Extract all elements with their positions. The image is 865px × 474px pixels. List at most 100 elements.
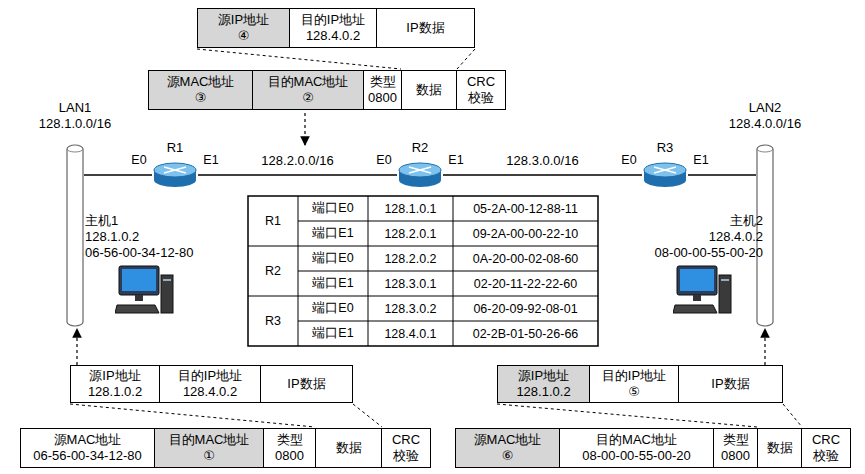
table-cell: 128.4.0.1	[368, 321, 453, 346]
field-text: IP数据	[380, 20, 471, 36]
packet-field: IP数据	[376, 8, 475, 48]
field-text: 类型	[367, 74, 398, 90]
packet-field: 数据	[401, 70, 457, 110]
encapsulation-line	[70, 404, 315, 427]
node-label: 128.4.0.0/16	[720, 116, 810, 132]
field-text: 数据	[761, 440, 798, 456]
network-address: 128.3.0.0/16	[504, 153, 580, 168]
network-link	[688, 174, 756, 176]
node-label: 128.1.0.2	[85, 229, 225, 245]
packet-field: 目的MAC地址08-00-00-55-00-20	[559, 428, 714, 468]
table-cell: 端口E0	[298, 246, 368, 271]
packet-field: 类型0800	[363, 70, 402, 110]
table-cell: 06-20-09-92-08-01	[453, 296, 598, 321]
table-cell: 端口E1	[298, 321, 368, 346]
table-cell: 128.1.0.1	[368, 196, 453, 221]
table-cell: 05-2A-00-12-88-11	[453, 196, 598, 221]
field-text: 源IP地址	[201, 12, 286, 28]
packet-field: CRC 校验	[801, 428, 851, 468]
field-text: 源IP地址	[74, 368, 156, 384]
host-node: 主机2128.4.0.208-00-00-55-00-20	[638, 213, 763, 317]
field-text: 06-56-00-34-12-80	[24, 448, 151, 464]
field-text: CRC 校验	[460, 74, 502, 105]
field-text: 0800	[267, 448, 312, 464]
field-text: ⑥	[459, 448, 556, 464]
packet-field: CRC 校验	[456, 70, 506, 110]
node-label: 主机1	[85, 213, 225, 229]
table-cell: 02-20-11-22-22-60	[453, 271, 598, 296]
packet-field: 类型0800	[263, 428, 316, 468]
field-text: 类型	[717, 432, 754, 448]
field-text: 目的IP地址	[593, 368, 675, 384]
table-cell: 端口E0	[298, 196, 368, 221]
table-cell: 端口E1	[298, 271, 368, 296]
lan-bus	[66, 142, 84, 329]
packet-field: 目的MAC地址①	[154, 428, 264, 468]
table-cell: 端口E0	[298, 296, 368, 321]
network-address: 128.2.0.0/16	[259, 153, 335, 168]
encapsulation-line	[497, 404, 757, 427]
field-text: 128.4.0.2	[163, 384, 257, 400]
pointer-arrow	[76, 329, 77, 365]
node-label: 128.4.0.2	[638, 229, 763, 245]
field-text: 数据	[319, 440, 378, 456]
table-cell: R2	[248, 246, 298, 296]
field-text: 数据	[405, 82, 453, 98]
port-label: E1	[200, 152, 222, 167]
packet-field: IP数据	[260, 365, 353, 403]
table-cell: 128.2.0.2	[368, 246, 453, 271]
field-text: IP数据	[682, 376, 779, 392]
field-text: 目的MAC地址	[563, 432, 710, 448]
port-label: E1	[690, 152, 712, 167]
packet-field: 源MAC地址⑥	[455, 428, 560, 468]
network-link	[198, 174, 397, 176]
network-link	[443, 174, 642, 176]
pointer-arrow	[304, 113, 305, 145]
node-label: 08-00-00-55-00-20	[638, 245, 763, 261]
node-label: R1	[150, 140, 200, 156]
router-icon	[642, 162, 688, 188]
packet-field: CRC 校验	[381, 428, 431, 468]
packet-field: 目的IP地址128.4.0.2	[159, 365, 261, 403]
field-text: 类型	[267, 432, 312, 448]
port-label: E1	[445, 152, 467, 167]
router-icon	[152, 162, 198, 188]
table-cell: 128.3.0.2	[368, 296, 453, 321]
field-text: 128.4.0.2	[293, 28, 373, 44]
port-label: E0	[618, 152, 640, 167]
encapsulation-lines	[70, 49, 802, 427]
packet-field: 源IP地址④	[197, 8, 290, 48]
field-text: 目的IP地址	[293, 12, 373, 28]
packet-field: 目的MAC地址②	[252, 70, 364, 110]
node-label: 主机2	[638, 213, 763, 229]
computer-icon	[115, 265, 175, 317]
field-text: CRC 校验	[805, 432, 847, 463]
node-label: R3	[640, 140, 690, 156]
table-cell: R1	[248, 196, 298, 246]
field-text: 0800	[367, 90, 398, 106]
packet-field: 源IP地址128.1.0.2	[70, 365, 160, 403]
router-node: R1	[150, 140, 200, 188]
field-text: 128.1.0.2	[74, 384, 156, 400]
port-label: E0	[128, 152, 150, 167]
field-text: ④	[201, 28, 286, 44]
packet-field: 目的IP地址128.4.0.2	[289, 8, 377, 48]
field-text: 源MAC地址	[24, 432, 151, 448]
network-link	[84, 174, 152, 176]
field-text: 目的MAC地址	[256, 74, 360, 90]
node-label: 06-56-00-34-12-80	[85, 245, 225, 261]
field-text: 0800	[717, 448, 754, 464]
packet-field: 数据	[315, 428, 382, 468]
packet-field: 源MAC地址③	[148, 70, 253, 110]
packet-field: 源MAC地址06-56-00-34-12-80	[20, 428, 155, 468]
router-node: R2	[395, 140, 445, 188]
pointer-arrow	[764, 329, 765, 365]
address-table-grid	[248, 196, 598, 346]
table-cell: 128.2.0.1	[368, 221, 453, 246]
field-text: ③	[152, 90, 249, 106]
table-cell: 端口E1	[298, 221, 368, 246]
field-text: IP数据	[264, 376, 349, 392]
packet-field: 源IP地址128.1.0.2	[497, 365, 590, 403]
field-text: 目的MAC地址	[158, 432, 260, 448]
